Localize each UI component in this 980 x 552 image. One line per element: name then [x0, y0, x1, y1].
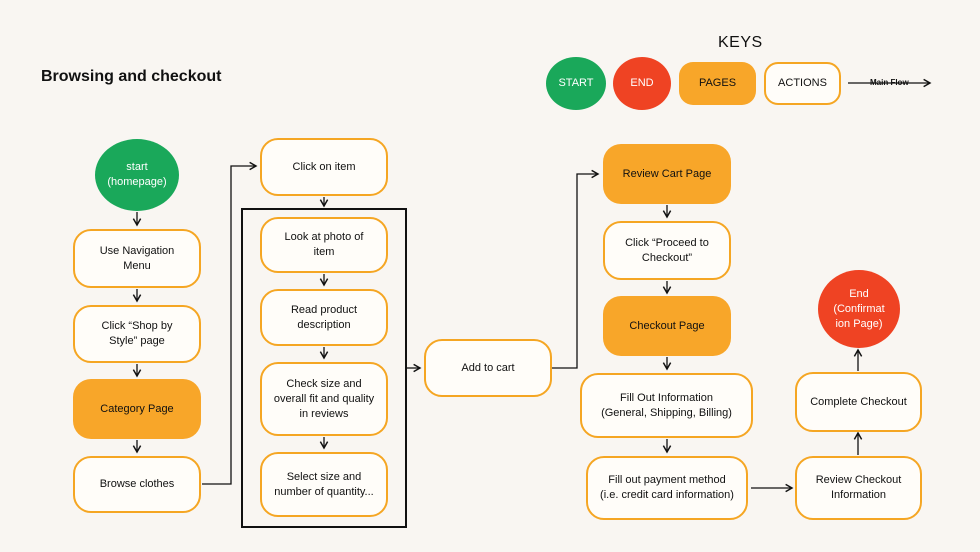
node-fill-out-information: Fill Out Information (General, Shipping,…: [580, 373, 753, 438]
node-click-proceed-to-checkout: Click “Proceed to Checkout”: [603, 221, 731, 280]
key-main-flow-label: Main Flow: [870, 78, 909, 87]
arrow-cart-to-review-cart: [552, 169, 600, 369]
node-review-cart-page: Review Cart Page: [603, 144, 731, 204]
node-check-size-and-fit: Check size and overall fit and quality i…: [260, 362, 388, 436]
node-add-to-cart: Add to cart: [424, 339, 552, 397]
key-pages: PAGES: [679, 62, 756, 105]
node-click-shop-by-style: Click “Shop by Style” page: [73, 305, 201, 363]
node-fill-out-payment-method: Fill out payment method (i.e. credit car…: [586, 456, 748, 520]
node-review-checkout-information: Review Checkout Information: [795, 456, 922, 520]
keys-heading: KEYS: [718, 34, 763, 51]
node-click-on-item: Click on item: [260, 138, 388, 196]
key-start: START: [546, 57, 606, 110]
key-end: END: [613, 57, 671, 110]
node-look-at-photo: Look at photo of item: [260, 217, 388, 273]
node-checkout-page: Checkout Page: [603, 296, 731, 356]
diagram-title: Browsing and checkout: [41, 68, 222, 85]
node-start-homepage: start (homepage): [95, 139, 179, 211]
key-actions: ACTIONS: [764, 62, 841, 105]
node-end-confirmation-page: End (Confirmat ion Page): [818, 270, 900, 348]
node-browse-clothes: Browse clothes: [73, 456, 201, 513]
node-category-page: Category Page: [73, 379, 201, 439]
node-use-navigation-menu: Use Navigation Menu: [73, 229, 201, 288]
node-complete-checkout: Complete Checkout: [795, 372, 922, 432]
node-select-size-and-quantity: Select size and number of quantity...: [260, 452, 388, 517]
arrow-browse-to-click-item: [202, 161, 258, 485]
product-review-group: [241, 208, 407, 528]
node-read-product-description: Read product description: [260, 289, 388, 346]
